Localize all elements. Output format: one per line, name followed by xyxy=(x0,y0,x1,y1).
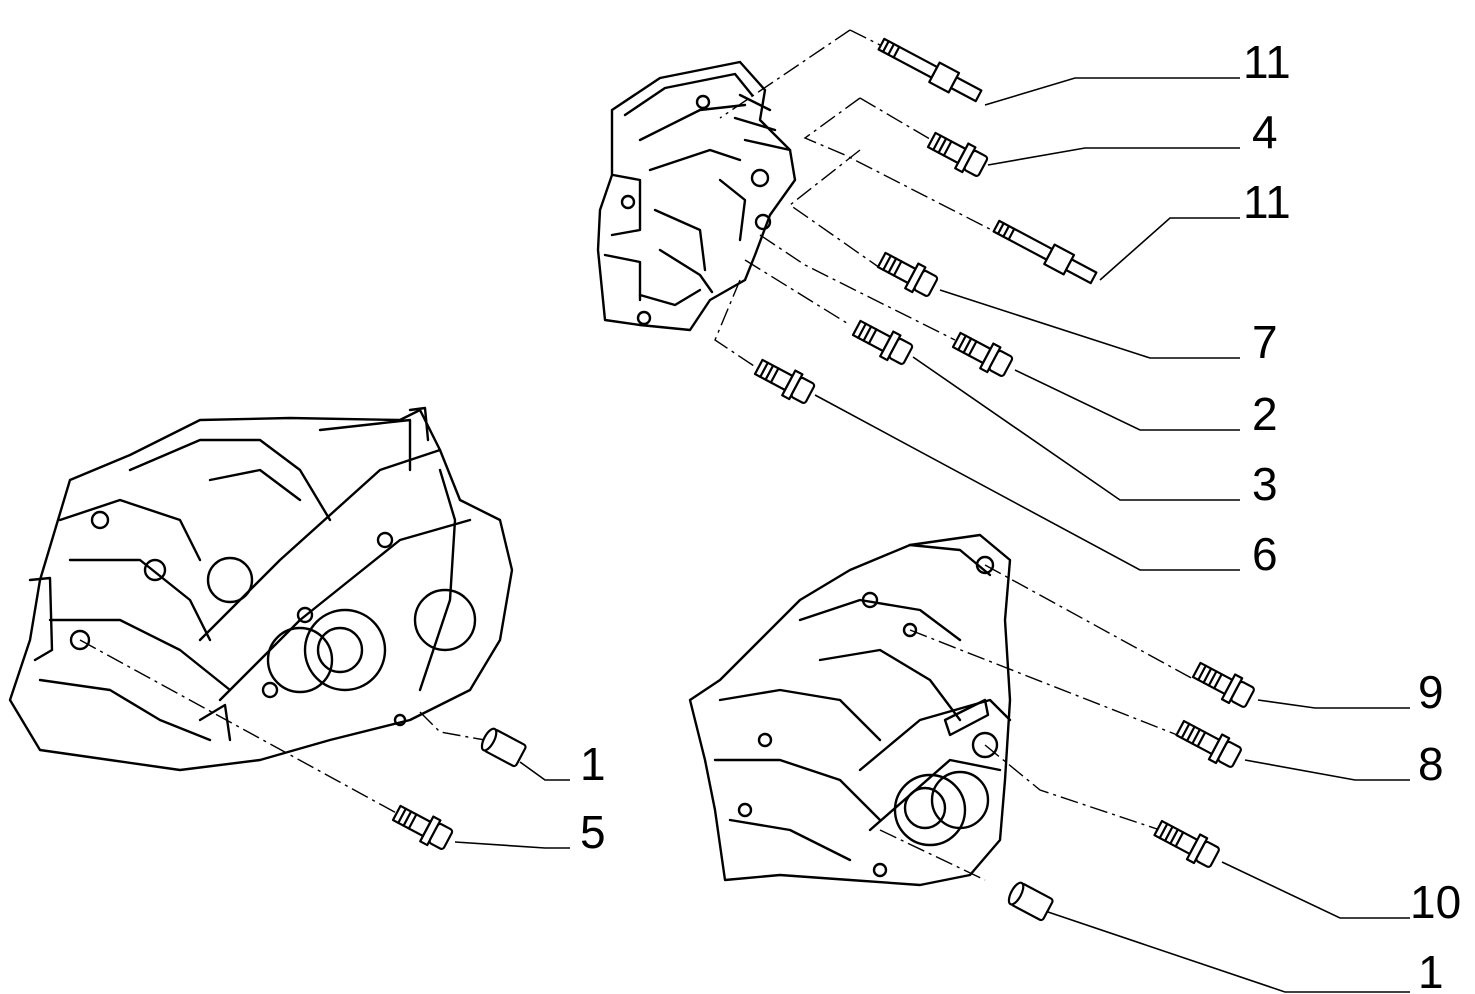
leader-c8 xyxy=(1244,759,1410,781)
bolt-5 xyxy=(391,804,454,850)
callout-8: 8 xyxy=(1418,738,1444,790)
callout-4: 4 xyxy=(1252,106,1278,158)
callout-5: 5 xyxy=(580,806,606,858)
bolt-4 xyxy=(926,131,989,177)
callout-3: 3 xyxy=(1252,458,1278,510)
callout-labels: 11 4 11 7 2 3 6 1 5 9 8 10 1 xyxy=(580,36,1461,994)
leader-c2 xyxy=(1014,369,1240,431)
stud-upper xyxy=(877,37,983,103)
leader-c7 xyxy=(939,289,1240,359)
bolt-10 xyxy=(1153,819,1220,868)
end-cover-top xyxy=(596,60,797,332)
callout-1-left: 1 xyxy=(580,738,606,790)
bolt-9 xyxy=(1191,661,1255,708)
stud-lower xyxy=(992,219,1098,285)
bolt-6 xyxy=(753,358,816,404)
leader-c10 xyxy=(1221,861,1410,919)
bolt-7 xyxy=(876,251,939,297)
bolt-2 xyxy=(951,331,1014,377)
leader-c9 xyxy=(1257,699,1410,709)
leader-c5 xyxy=(454,841,570,849)
gearbox-casing-left xyxy=(8,406,514,772)
assembly-axis-lines xyxy=(79,29,1196,881)
leader-c1b xyxy=(1047,911,1410,993)
leader-c3 xyxy=(912,356,1240,501)
leader-c1a xyxy=(519,761,570,781)
callout-11-upper: 11 xyxy=(1243,36,1291,88)
gearbox-casing-right xyxy=(688,533,1012,887)
leader-lines xyxy=(454,77,1410,993)
dowel-bush-left xyxy=(480,727,527,768)
callout-1-right: 1 xyxy=(1418,946,1444,994)
callout-11-lower: 11 xyxy=(1243,176,1291,228)
dowel-bush-right xyxy=(1007,881,1054,922)
callout-7: 7 xyxy=(1252,316,1278,368)
leader-c11a xyxy=(984,77,1240,106)
bolt-3 xyxy=(851,319,914,365)
leader-c4 xyxy=(987,147,1240,166)
callout-6: 6 xyxy=(1252,528,1278,580)
leader-c6 xyxy=(814,394,1240,571)
callout-10: 10 xyxy=(1410,876,1461,928)
bolt-8 xyxy=(1175,719,1242,768)
callout-2: 2 xyxy=(1252,388,1278,440)
leader-c11b xyxy=(1099,217,1240,281)
callout-9: 9 xyxy=(1418,666,1444,718)
